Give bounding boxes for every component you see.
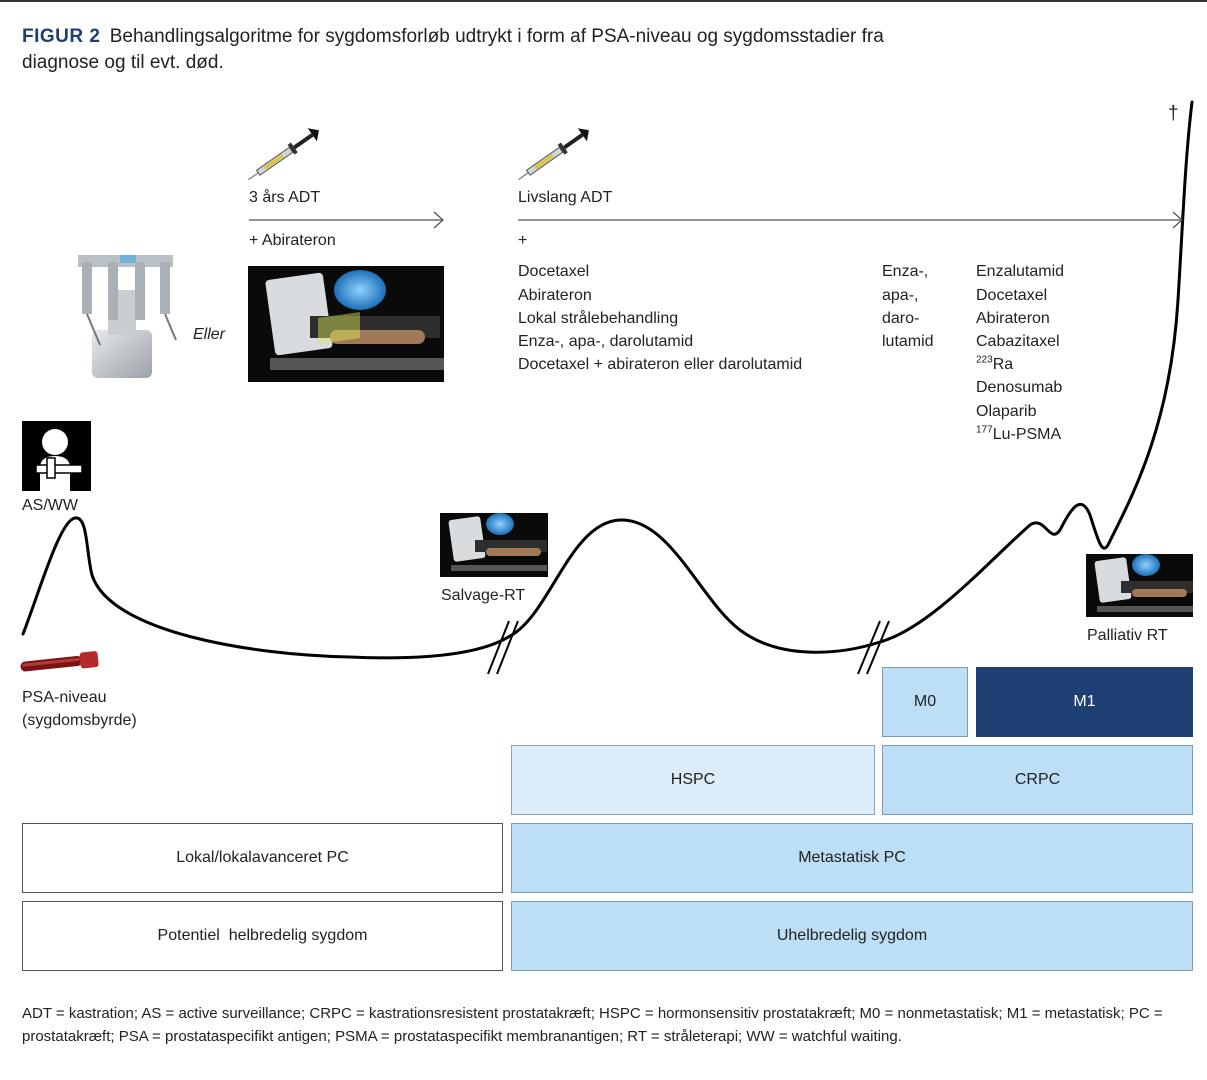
treatment-item: Enzalutamid (976, 263, 1065, 280)
crpc-stage-box: CRPC (882, 745, 1193, 815)
psa-level-label: PSA-niveau (22, 689, 107, 706)
lifelong-plus-label: + (518, 232, 528, 249)
radiotherapy-image-palliative (1086, 554, 1193, 617)
palliativ-rt-label: Palliativ RT (1087, 627, 1168, 644)
surgical-robot-image (78, 255, 177, 378)
syringe-icon-2 (518, 128, 589, 181)
salvage-rt-label: Salvage-RT (441, 587, 526, 604)
psa-curve (21, 100, 1194, 660)
isotope-number: 223 (976, 354, 993, 366)
treatment-item: Olaparib (976, 403, 1037, 420)
metastatic-pc-box: Metastatisk PC (511, 823, 1193, 893)
radiotherapy-image-salvage (440, 513, 548, 577)
radiotherapy-image-large (248, 266, 444, 382)
treatment-item: apa-, (882, 287, 919, 304)
as-ww-label: AS/WW (22, 497, 78, 514)
treatment-item: Denosumab (976, 379, 1063, 396)
treatment-item: daro- (882, 310, 920, 327)
isotope-element: Ra (992, 356, 1014, 373)
treatment-item: Docetaxel (518, 263, 590, 280)
curve-break-marker-1 (487, 620, 519, 675)
treatment-item: Lokal strålebehandling (518, 310, 679, 327)
abirateron-plus-label: + Abirateron (249, 232, 336, 249)
incurable-disease-box: Uhelbredelig sygdom (511, 901, 1193, 971)
curable-disease-box: Potentiel helbredelig sygdom (22, 901, 503, 971)
treatment-item: lutamid (882, 333, 934, 350)
treatment-item: Cabazitaxel (976, 333, 1060, 350)
hspc-stage-box: HSPC (511, 745, 875, 815)
isotope-element: Lu-PSMA (992, 426, 1062, 443)
psa-level-sublabel: (sygdomsbyrde) (22, 712, 137, 729)
figure-caption: FIGUR 2 Behandlingsalgoritme for sygdoms… (22, 24, 922, 76)
curve-break-marker-2 (857, 620, 890, 675)
isotope-number: 177 (976, 424, 993, 436)
treatment-item: Enza-, apa-, darolutamid (518, 333, 694, 350)
treatment-item: Docetaxel (976, 287, 1048, 304)
m1-stage-box: M1 (976, 667, 1193, 737)
figure-title: Behandlingsalgoritme for sygdomsforløb u… (22, 26, 884, 73)
adt-3-years-label: 3 års ADT (249, 189, 321, 206)
arrow-lifelong-adt (518, 211, 1183, 229)
eller-label: Eller (193, 326, 226, 343)
lifelong-adt-label: Livslang ADT (518, 189, 613, 206)
blood-tube-icon (20, 651, 99, 672)
top-rule (0, 0, 1207, 2)
treatment-item: Docetaxel + abirateron eller darolutamid (518, 356, 803, 373)
treatment-item: Enza-, (882, 263, 929, 280)
treatment-item: Abirateron (976, 310, 1050, 327)
treatment-item: 223Ra (976, 353, 1013, 376)
watchful-waiting-icon (22, 421, 91, 491)
m0-stage-box: M0 (882, 667, 968, 737)
syringe-icon-1 (248, 128, 319, 181)
treatment-item: 177Lu-PSMA (976, 423, 1061, 446)
death-marker: † (1168, 103, 1179, 124)
arrow-3-years-adt (249, 211, 444, 229)
treatment-item: Abirateron (518, 287, 592, 304)
figure-label: FIGUR 2 (22, 26, 101, 47)
local-pc-box: Lokal/lokalavanceret PC (22, 823, 503, 893)
abbreviation-footnote: ADT = kastration; AS = active surveillan… (22, 1005, 1163, 1045)
